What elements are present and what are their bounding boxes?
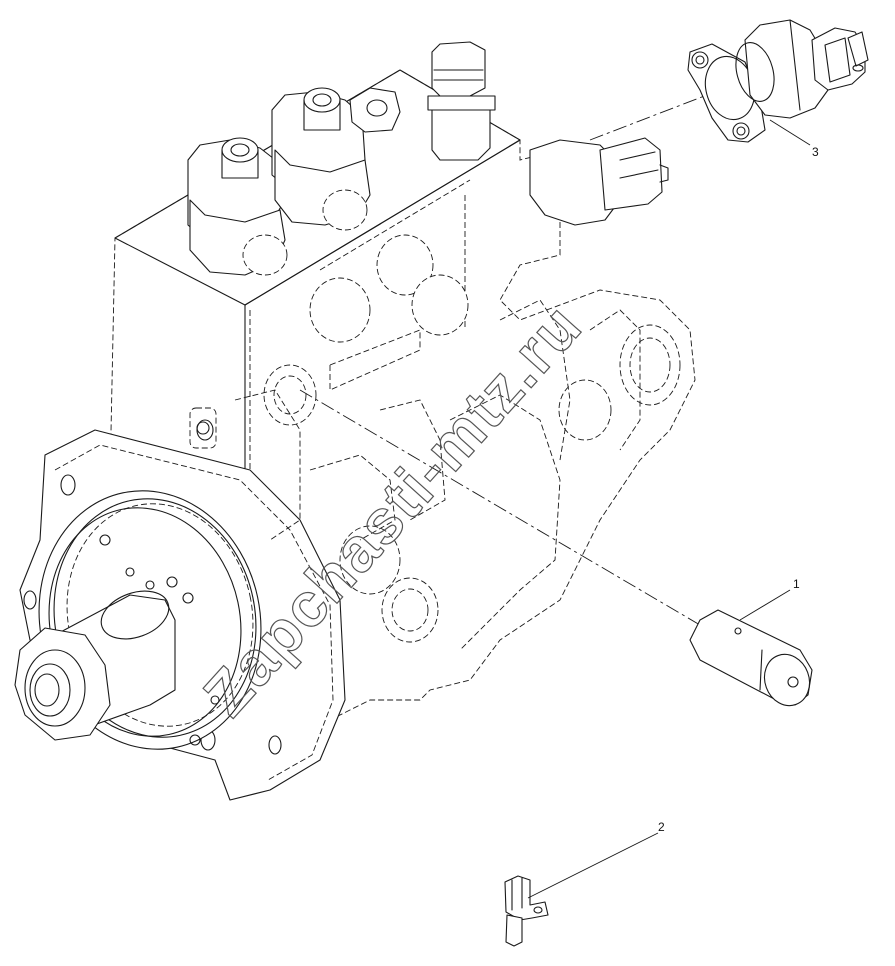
callout-3-label: 3 — [812, 145, 819, 159]
part-3-metering-valve: 3 — [687, 19, 869, 159]
fuel-pump-assembly — [14, 41, 696, 801]
assembly-centerlines — [299, 89, 721, 626]
outlet-fittings — [187, 41, 496, 276]
callout-2-label: 2 — [658, 820, 665, 834]
part-1-sleeve-plug: 1 — [689, 577, 813, 707]
plunger-bosses — [263, 234, 681, 643]
part-2-speed-sensor: 2 — [504, 820, 665, 947]
callout-1-label: 1 — [793, 577, 800, 591]
